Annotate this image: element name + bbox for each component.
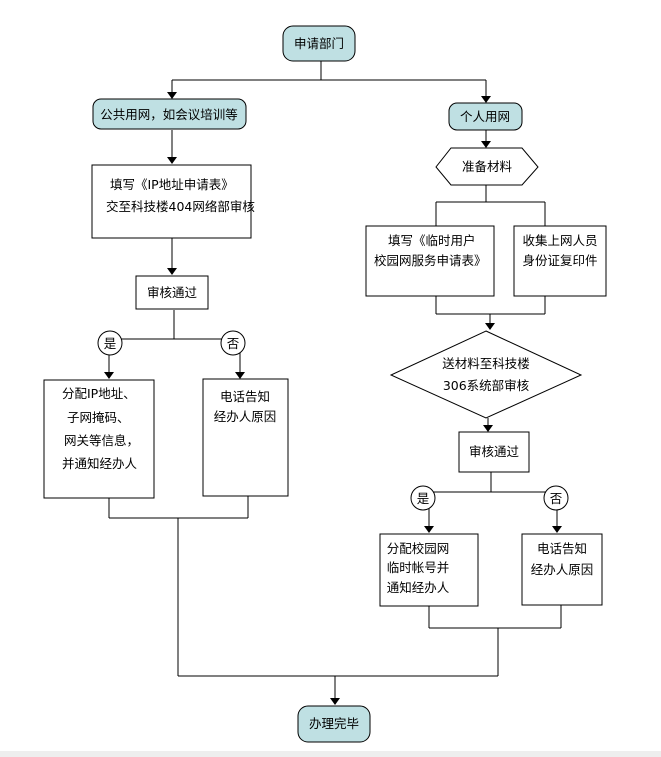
public-use-label: 公共用网，如会议培训等 (100, 107, 238, 122)
fill-temp-form-node: 填写《临时用户 校园网服务申请表》 (365, 225, 495, 297)
arrow-to-phone-left (235, 372, 245, 379)
assign-account-line1: 分配校园网 (387, 541, 450, 556)
personal-use-label: 个人用网 (460, 109, 510, 124)
phone-reason-left-node: 电话告知 经办人原因 (202, 378, 289, 497)
apply-dept-label: 申请部门 (294, 36, 344, 51)
no-right-node: 否 (543, 485, 569, 511)
assign-ip-line3: 网关等信息， (64, 433, 139, 448)
arrow-to-public-use (167, 92, 177, 99)
yes-left-node: 是 (97, 330, 123, 356)
connectors (108, 61, 562, 698)
arrow-to-assign-account (424, 526, 434, 533)
arrow-to-assign-ip (104, 372, 114, 379)
fill-temp-form-line2: 校园网服务申请表》 (374, 253, 487, 268)
arrow-to-done (330, 698, 340, 705)
review-pass-right-label: 审核通过 (469, 444, 520, 459)
done-node: 办理完毕 (297, 705, 371, 743)
fill-ip-form-line1: 填写《IP地址申请表》 (110, 177, 234, 192)
review-pass-right-node: 审核通过 (458, 431, 530, 473)
collect-id-node: 收集上网人员 身份证复印件 (513, 225, 607, 297)
send-materials-line1: 送材料至科技楼 (442, 356, 530, 371)
assign-account-node: 分配校园网 临时帐号并 通知经办人 (379, 533, 479, 607)
send-materials-line2: 306系统部审核 (443, 378, 530, 393)
collect-id-line2: 身份证复印件 (522, 253, 597, 268)
no-left-label: 否 (227, 336, 240, 351)
yes-left-label: 是 (104, 336, 117, 351)
personal-use-node: 个人用网 (448, 102, 523, 131)
arrow-to-review-left (167, 268, 177, 275)
no-left-node: 否 (220, 330, 246, 356)
bottom-strip (0, 751, 661, 757)
phone-reason-left-line2: 经办人原因 (214, 409, 277, 424)
phone-reason-right-line1: 电话告知 (537, 541, 587, 556)
assign-ip-line2: 子网掩码、 (67, 410, 130, 425)
assign-ip-node: 分配IP地址、 子网掩码、 网关等信息， 并通知经办人 (43, 379, 155, 499)
review-pass-left-node: 审核通过 (135, 275, 209, 310)
arrow-to-fill-ip-form (167, 157, 177, 164)
arrow-to-review-right (483, 425, 493, 432)
send-materials-node: 送材料至科技楼 306系统部审核 (389, 330, 583, 419)
phone-reason-right-line2: 经办人原因 (531, 562, 594, 577)
collect-id-line1: 收集上网人员 (522, 233, 597, 248)
yes-right-node: 是 (410, 485, 436, 511)
apply-dept-node: 申请部门 (282, 25, 356, 62)
assign-ip-line4: 并通知经办人 (62, 456, 138, 471)
done-label: 办理完毕 (309, 716, 359, 731)
fill-ip-form-line2: 交至科技楼404网络部审核 (106, 199, 255, 214)
fill-temp-form-line1: 填写《临时用户 (388, 233, 476, 248)
arrow-to-personal-use (481, 96, 491, 103)
arrow-to-send-materials (485, 323, 495, 330)
arrowheads (104, 92, 562, 705)
prepare-materials-node: 准备材料 (435, 147, 539, 186)
prepare-materials-label: 准备材料 (462, 159, 513, 174)
public-use-node: 公共用网，如会议培训等 (92, 98, 247, 130)
phone-reason-right-node: 电话告知 经办人原因 (521, 533, 603, 606)
arrow-to-prepare (481, 141, 491, 148)
phone-reason-left-line1: 电话告知 (220, 389, 270, 404)
assign-account-line3: 通知经办人 (387, 580, 450, 595)
fill-ip-form-node: 填写《IP地址申请表》 交至科技楼404网络部审核 (91, 164, 255, 239)
assign-account-line2: 临时帐号并 (387, 560, 450, 575)
arrow-to-phone-right (552, 526, 562, 533)
review-pass-left-label: 审核通过 (147, 285, 198, 300)
no-right-label: 否 (550, 491, 563, 506)
yes-right-label: 是 (417, 491, 430, 506)
assign-ip-line1: 分配IP地址、 (62, 386, 136, 401)
